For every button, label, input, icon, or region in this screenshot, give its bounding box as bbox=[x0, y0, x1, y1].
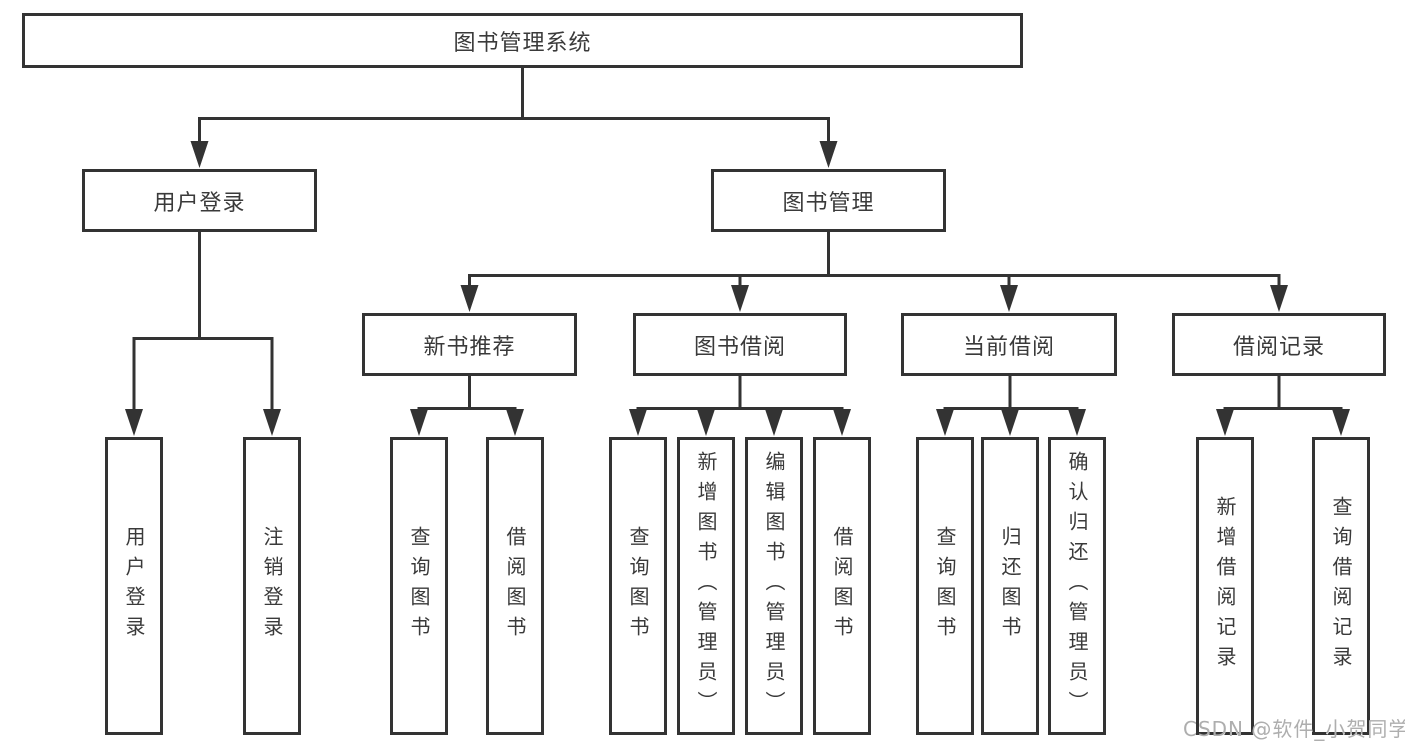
node-user-login: 用户登录 bbox=[82, 169, 317, 232]
arrowheads bbox=[125, 141, 1350, 436]
node-library-system: 图书管理系统 bbox=[22, 13, 1023, 68]
wire-book-borrow-to-leaves bbox=[636, 376, 844, 411]
wire-root-to-level2 bbox=[198, 68, 830, 141]
wire-new-book-to-leaves bbox=[417, 376, 517, 411]
leaf-add-books-admin: 新增图书（管理员） bbox=[677, 437, 735, 735]
leaf-query-books-borrow: 查询图书 bbox=[609, 437, 667, 735]
arrowhead-icon bbox=[629, 409, 647, 436]
node-borrow-records: 借阅记录 bbox=[1172, 313, 1386, 376]
leaf-borrow-books-recommend: 借阅图书 bbox=[486, 437, 544, 735]
arrowhead-icon bbox=[506, 409, 524, 436]
watermark: CSDN @软件_小贺同学 bbox=[1183, 717, 1405, 741]
wire-user-login-to-leaves bbox=[132, 232, 274, 409]
arrowhead-icon bbox=[125, 409, 143, 436]
arrowhead-icon bbox=[460, 285, 479, 312]
leaf-query-books-recommend: 查询图书 bbox=[390, 437, 448, 735]
leaf-add-borrow-record: 新增借阅记录 bbox=[1196, 437, 1254, 735]
arrowhead-icon bbox=[819, 141, 838, 168]
arrowhead-icon bbox=[1000, 285, 1018, 312]
arrowhead-icon bbox=[1216, 409, 1234, 436]
leaf-borrow-books: 借阅图书 bbox=[813, 437, 871, 735]
node-book-management: 图书管理 bbox=[711, 169, 946, 232]
arrowhead-icon bbox=[833, 409, 851, 436]
arrowhead-icon bbox=[765, 409, 783, 436]
leaf-query-borrow-record: 查询借阅记录 bbox=[1312, 437, 1370, 735]
arrowhead-icon bbox=[731, 285, 749, 312]
wire-book-mgmt-to-level3 bbox=[468, 232, 1281, 286]
arrowhead-icon bbox=[1332, 409, 1350, 436]
node-current-borrow: 当前借阅 bbox=[901, 313, 1117, 376]
arrowhead-icon bbox=[1068, 409, 1086, 436]
leaf-query-books-current: 查询图书 bbox=[916, 437, 974, 735]
node-book-borrow: 图书借阅 bbox=[633, 313, 847, 376]
leaf-edit-books-admin: 编辑图书（管理员） bbox=[745, 437, 803, 735]
arrowhead-icon bbox=[410, 409, 428, 436]
node-new-book-recommend: 新书推荐 bbox=[362, 313, 577, 376]
wire-current-borrow-to-leaves bbox=[943, 376, 1079, 411]
arrowhead-icon bbox=[1001, 409, 1019, 436]
arrowhead-icon bbox=[263, 409, 281, 436]
leaf-return-books: 归还图书 bbox=[981, 437, 1039, 735]
arrowhead-icon bbox=[697, 409, 715, 436]
leaf-user-login: 用户登录 bbox=[105, 437, 163, 735]
arrowhead-icon bbox=[1270, 285, 1288, 312]
connector-lines bbox=[132, 68, 1343, 411]
wire-borrow-record-to-leaves bbox=[1223, 376, 1343, 411]
leaf-confirm-return-admin: 确认归还（管理员） bbox=[1048, 437, 1106, 735]
leaf-logout: 注销登录 bbox=[243, 437, 301, 735]
arrowhead-icon bbox=[936, 409, 954, 436]
arrowhead-icon bbox=[190, 141, 209, 168]
